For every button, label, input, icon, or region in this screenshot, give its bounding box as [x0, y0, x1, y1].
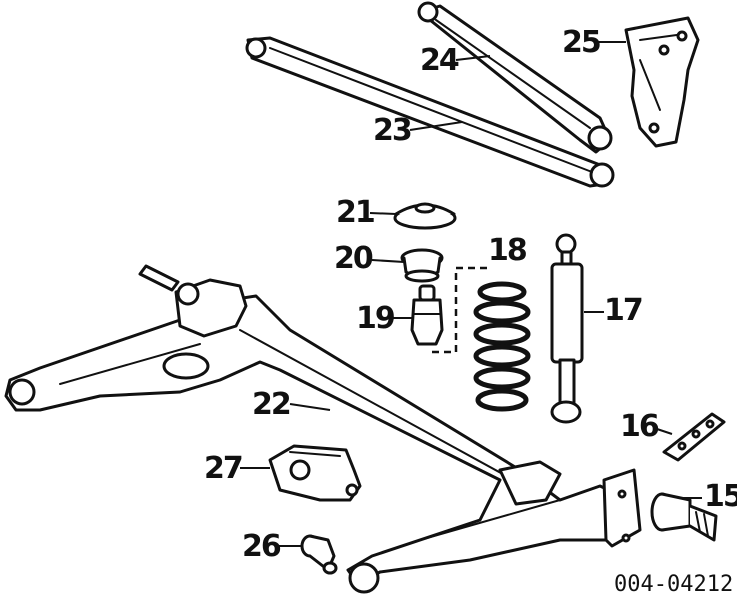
part-18-coil-spring — [432, 266, 531, 412]
callout-15: 15 — [704, 479, 737, 514]
part-24-upper-arm — [417, 1, 613, 154]
part-22-axle-beam — [4, 264, 642, 594]
callout-23: 23 — [373, 113, 413, 148]
callout-25: 25 — [562, 25, 602, 60]
callout-16: 16 — [620, 409, 660, 444]
callout-22: 22 — [252, 387, 292, 422]
callout-19: 19 — [356, 301, 396, 336]
part-16-plate — [662, 412, 726, 462]
part-23-lateral-rod — [245, 36, 615, 188]
part-25-bracket — [624, 16, 700, 148]
part-26-bushing — [300, 534, 338, 575]
drawing-code: 004-04212 — [614, 572, 734, 597]
callout-24: 24 — [420, 43, 460, 78]
part-20-bump-seat — [400, 248, 444, 283]
part-17-shock-absorber — [550, 233, 584, 424]
callout-21: 21 — [336, 195, 376, 230]
callout-18: 18 — [488, 233, 528, 268]
part-21-spring-seat — [393, 202, 457, 230]
callout-27: 27 — [204, 451, 244, 486]
callout-17: 17 — [604, 293, 644, 328]
part-19-bump-stop — [410, 284, 444, 346]
callout-26: 26 — [242, 529, 282, 564]
callout-20: 20 — [334, 241, 374, 276]
part-27-mount-bracket — [268, 444, 362, 502]
leader-lines — [240, 41, 702, 547]
part-15-spindle — [650, 492, 718, 542]
